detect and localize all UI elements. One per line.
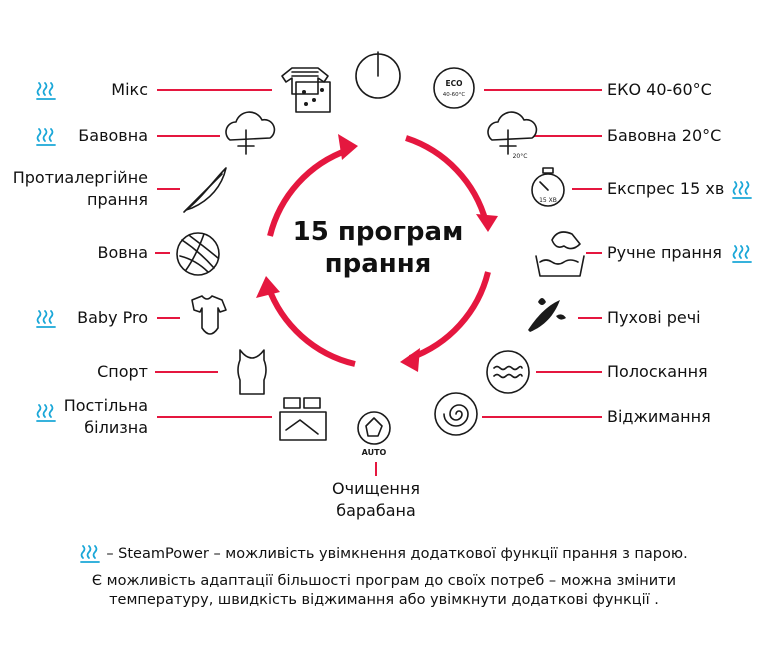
down-feather-icon xyxy=(528,298,566,332)
steam-legend: – SteamPower – можливість увімкнення дод… xyxy=(0,544,768,570)
label-rinse: Полоскання xyxy=(607,362,708,381)
label-wool: Вовна xyxy=(97,243,148,262)
connectors-right xyxy=(375,89,602,476)
label-drum-clean: Очищення барабана xyxy=(306,478,446,522)
power-icon xyxy=(355,51,401,99)
steam-icon-legend xyxy=(80,545,101,563)
bed-linen-icon xyxy=(279,397,327,441)
cotton20-temp-text: 20°C xyxy=(513,153,528,160)
label-sport: Спорт xyxy=(97,362,148,381)
title-line-1: 15 програм xyxy=(292,217,464,247)
label-cotton: Бавовна xyxy=(78,126,148,145)
diagram-title: 15 програм прання xyxy=(262,216,494,280)
baby-bodysuit-icon xyxy=(191,295,227,335)
title-line-2: прання xyxy=(324,249,432,279)
eco-bottom-text: 40-60°C xyxy=(443,92,466,98)
label-express: Експрес 15 хв xyxy=(607,179,725,198)
label-drum-clean-line-1: Очищення xyxy=(332,479,420,498)
adaptation-note: Є можливість адаптації більшості програм… xyxy=(0,572,768,610)
cycle-arrows xyxy=(256,134,498,372)
label-antiallergy: Протиалергійне прання xyxy=(13,167,148,211)
cloud-cotton-20-icon: 20°C xyxy=(487,111,538,160)
connectors-left xyxy=(155,89,272,418)
stopwatch-icon: 15 ХВ xyxy=(531,167,565,207)
steam-icon-bedlinen xyxy=(36,404,56,422)
eco-top-text: ECO xyxy=(445,79,462,88)
drum-auto-text: AUTO xyxy=(362,448,387,457)
mix-clothes-icon xyxy=(281,67,331,113)
label-hand-wash: Ручне прання xyxy=(607,243,722,262)
express-time-text: 15 ХВ xyxy=(539,197,557,204)
label-spin: Віджимання xyxy=(607,407,711,426)
adaptation-note-line-2: температуру, швидкість віджимання або ув… xyxy=(109,592,659,608)
label-mix: Мікс xyxy=(111,80,148,99)
label-cotton-20: Бавовна 20°С xyxy=(607,126,722,145)
steam-icon-cotton xyxy=(36,128,56,146)
label-eco: ЕКО 40-60°С xyxy=(607,80,712,99)
eco-icon: ECO 40-60°C xyxy=(433,67,475,109)
adaptation-note-line-1: Є можливість адаптації більшості програм… xyxy=(91,573,677,589)
steam-icon-handwash xyxy=(732,245,752,263)
spin-icon xyxy=(434,392,478,436)
label-antiallergy-line-2: прання xyxy=(87,190,148,209)
label-bed-linen: Постільна білизна xyxy=(64,395,148,439)
feather-icon xyxy=(183,167,227,213)
steam-icon-express xyxy=(732,181,752,199)
label-down: Пухові речі xyxy=(607,308,701,327)
tank-top-icon xyxy=(237,349,267,395)
hand-wash-icon xyxy=(535,231,585,277)
rinse-icon xyxy=(486,350,530,394)
steam-legend-text: – SteamPower – можливість увімкнення дод… xyxy=(106,545,688,562)
label-baby-pro: Baby Pro xyxy=(77,308,148,327)
label-bed-linen-line-2: білизна xyxy=(84,418,148,437)
steam-icon-mix xyxy=(36,82,56,100)
drum-clean-icon: AUTO xyxy=(357,411,391,457)
steam-icon-baby xyxy=(36,310,56,328)
label-antiallergy-line-1: Протиалергійне xyxy=(12,168,148,187)
label-bed-linen-line-1: Постільна xyxy=(63,396,148,415)
wool-yarn-icon xyxy=(176,232,220,276)
cloud-cotton-icon xyxy=(225,111,276,155)
label-drum-clean-line-2: барабана xyxy=(336,501,416,520)
